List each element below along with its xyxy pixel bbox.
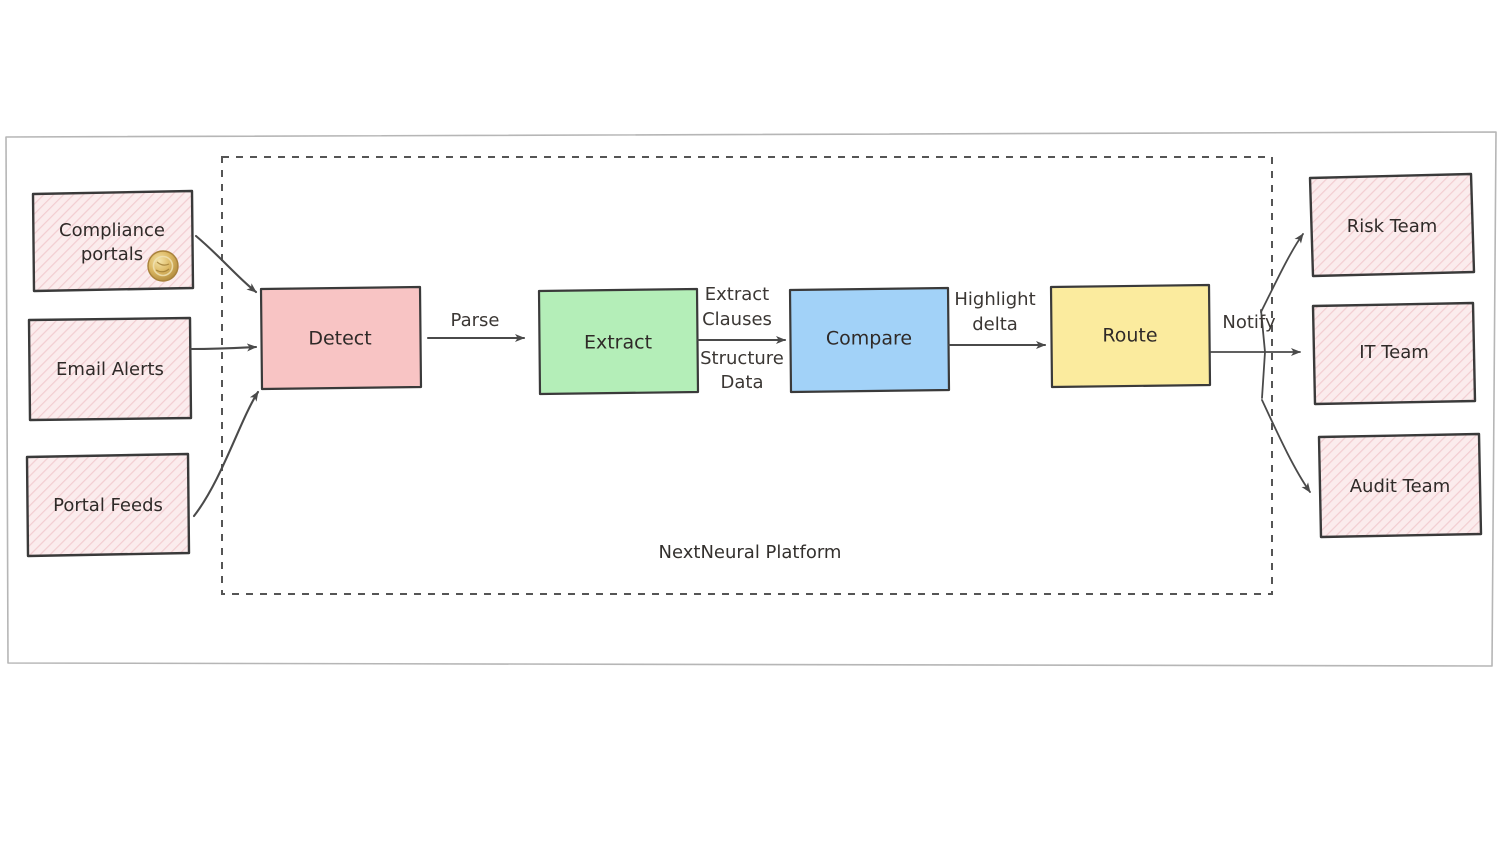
output-box-it-team[interactable]: IT Team <box>1311 301 1477 406</box>
process-box-route[interactable]: Route <box>1049 283 1212 389</box>
platform-boundary <box>221 156 1273 595</box>
output-box-risk-team[interactable]: Risk Team <box>1308 172 1476 278</box>
input-box-portal-feeds[interactable]: Portal Feeds <box>25 452 191 558</box>
edge-label-extract-clauses-line2: Clauses <box>702 309 772 330</box>
arrow-portalfeeds-to-detect <box>192 390 260 518</box>
process-box-extract[interactable]: Extract <box>537 287 700 396</box>
edge-label-highlight-delta-line1: Highlight <box>954 289 1035 310</box>
canvas-frame <box>5 131 1497 667</box>
process-box-detect[interactable]: Detect <box>259 285 423 391</box>
arrow-compliance-to-detect <box>194 234 258 294</box>
process-box-compare[interactable]: Compare <box>788 286 951 394</box>
arrow-route-to-audit-team <box>1261 399 1311 493</box>
edge-label-notify: Notify <box>1222 312 1276 333</box>
process-label-extract: Extract <box>584 332 652 354</box>
process-label-detect: Detect <box>308 328 371 350</box>
output-label-audit-team: Audit Team <box>1350 476 1451 497</box>
arrow-email-to-detect <box>189 343 258 352</box>
platform-boundary-label: NextNeural Platform <box>659 542 842 563</box>
edge-label-structure-data-line1: Structure <box>700 348 784 369</box>
edge-label-highlight-delta-line2: delta <box>972 314 1018 335</box>
output-label-it-team: IT Team <box>1359 342 1429 363</box>
edge-label-extract-clauses-line1: Extract <box>705 284 769 305</box>
edge-label-structure-data-line2: Data <box>721 372 764 393</box>
gold-coin-icon <box>147 250 179 282</box>
input-box-compliance-portals[interactable]: Compliance portals <box>31 189 195 293</box>
process-label-route: Route <box>1102 325 1157 347</box>
process-label-compare: Compare <box>826 328 912 350</box>
input-label-compliance-portals-line2: portals <box>81 244 143 265</box>
output-label-risk-team: Risk Team <box>1347 216 1438 237</box>
input-label-compliance-portals-line1: Compliance <box>59 220 165 241</box>
edge-label-parse: Parse <box>451 310 500 331</box>
output-box-audit-team[interactable]: Audit Team <box>1317 432 1483 539</box>
arrow-route-to-risk-team <box>1260 233 1304 313</box>
input-label-email-alerts: Email Alerts <box>56 359 164 380</box>
input-box-email-alerts[interactable]: Email Alerts <box>27 316 193 422</box>
input-label-portal-feeds: Portal Feeds <box>53 495 163 516</box>
notify-branch-trunk <box>1260 309 1266 399</box>
